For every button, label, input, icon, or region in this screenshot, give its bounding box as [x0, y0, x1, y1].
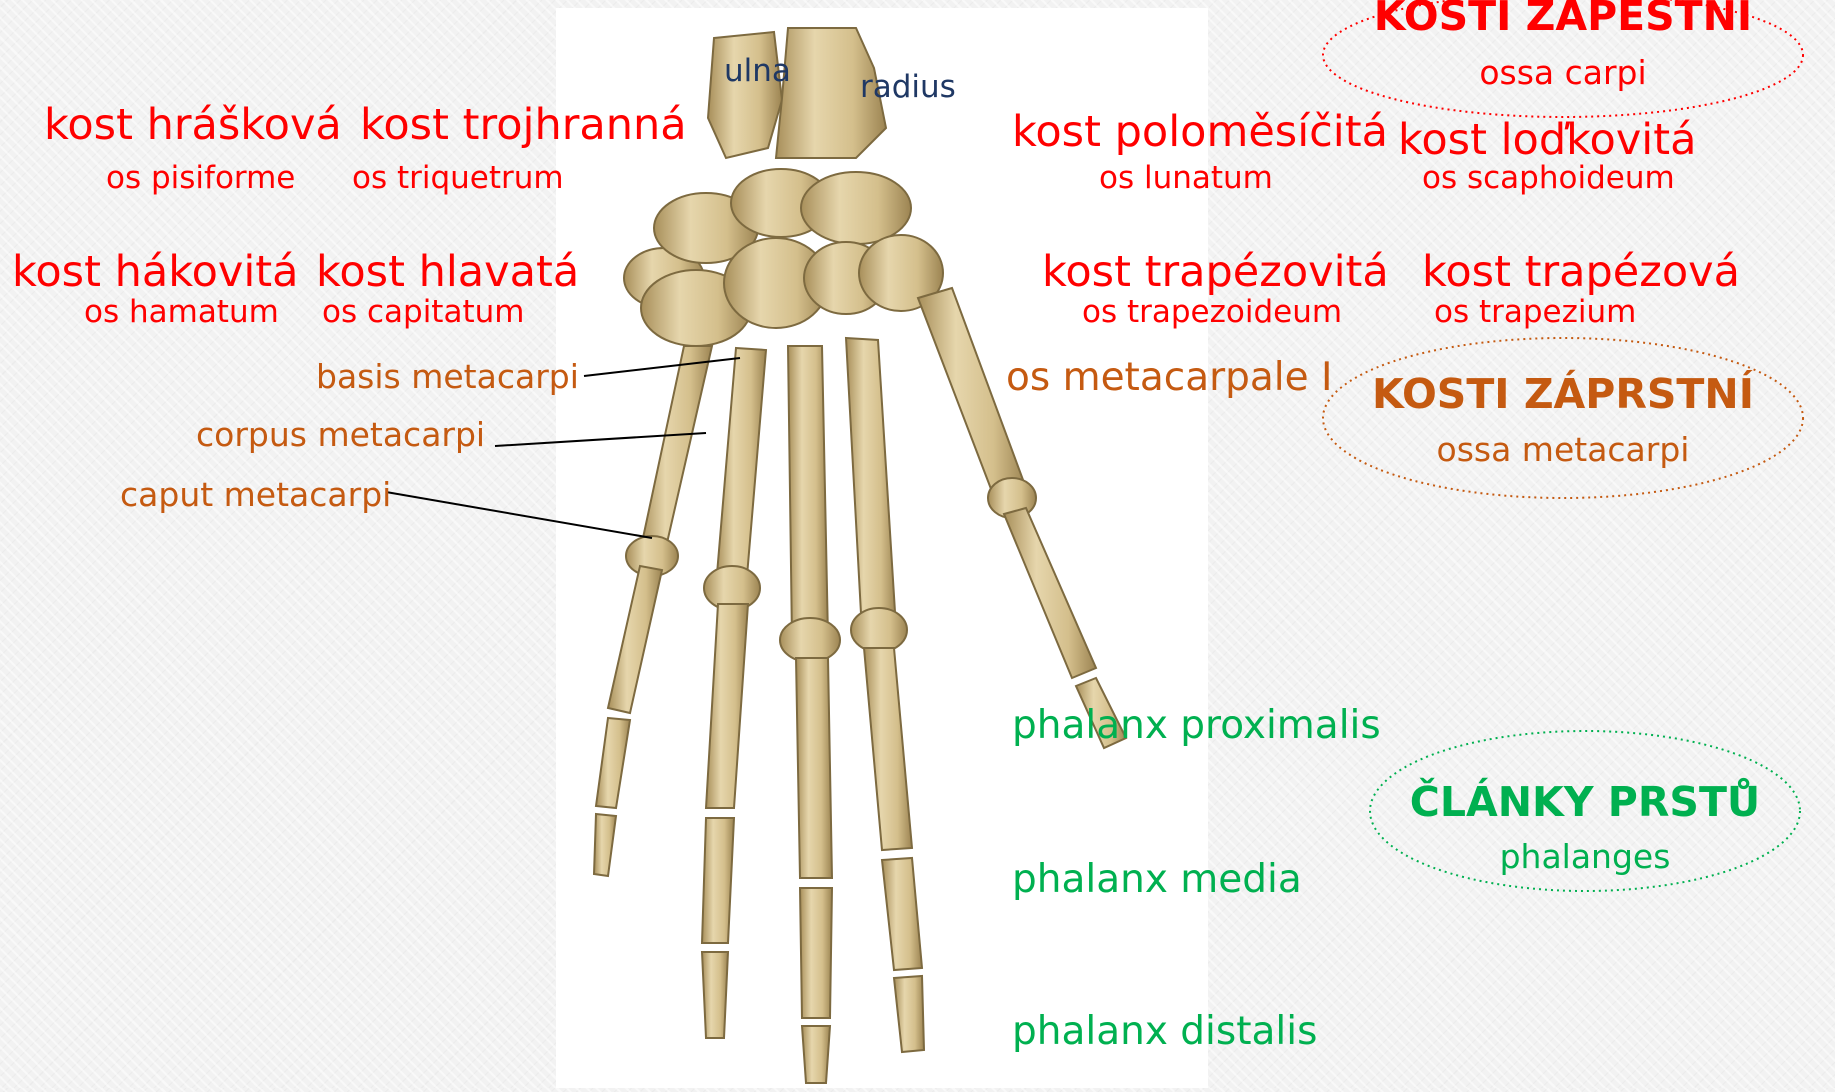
phalanx-middle-5	[596, 718, 630, 808]
basis-metacarpi-label: basis metacarpi	[316, 360, 579, 393]
carpal-group-latin: ossa carpi	[1343, 56, 1783, 89]
carpal-group-title: KOSTI ZÁPĚSTNÍ	[1343, 0, 1783, 37]
lunate-latin: os lunatum	[1099, 163, 1273, 194]
phalanx-distal-3	[802, 1026, 830, 1083]
metacarpal-3	[788, 346, 828, 640]
trapezium-czech: kost trapézová	[1422, 251, 1740, 294]
phalanx-proximal-1	[1004, 508, 1096, 678]
phalanx-middle-3	[800, 888, 832, 1018]
phalanx-middle-2	[882, 858, 922, 970]
caput-metacarpi-label: caput metacarpi	[120, 478, 391, 511]
capitate-latin: os capitatum	[322, 297, 524, 328]
phalanges-group-latin: phalanges	[1370, 840, 1800, 873]
carpal-scaphoid	[801, 172, 911, 244]
capitate-czech: kost hlavatá	[316, 251, 579, 294]
trapezium-latin: os trapezium	[1434, 297, 1636, 328]
metacarpal-group-title: KOSTI ZÁPRSTNÍ	[1343, 374, 1783, 415]
phalanx-distal-5	[594, 814, 616, 876]
phalanx-media-label: phalanx media	[1012, 860, 1302, 899]
triquetrum-latin: os triquetrum	[352, 163, 564, 194]
metacarpal-4	[716, 348, 766, 588]
phalanx-distal-4	[702, 952, 728, 1038]
phalanx-distalis-label: phalanx distalis	[1012, 1012, 1317, 1051]
phalanx-distal-2	[894, 976, 924, 1052]
metacarpal-group-latin: ossa metacarpi	[1343, 433, 1783, 466]
ulna-label: ulna	[724, 56, 791, 87]
metacarpal-group-outline	[1323, 338, 1803, 498]
hamate-latin: os hamatum	[84, 297, 279, 328]
phalanx-proximal-5	[608, 566, 662, 713]
phalanx-proximalis-label: phalanx proximalis	[1012, 706, 1381, 745]
phalanx-proximal-2	[864, 648, 912, 850]
phalanx-middle-4	[702, 818, 734, 943]
metacarpal-2	[846, 338, 896, 632]
scaphoid-latin: os scaphoideum	[1422, 163, 1675, 194]
hamate-czech: kost hákovitá	[12, 251, 299, 294]
corpus-metacarpi-label: corpus metacarpi	[196, 418, 485, 451]
ulna-bone	[708, 32, 782, 158]
phalanx-proximal-4	[706, 604, 748, 808]
metacarpale-one-label: os metacarpale I	[1006, 358, 1333, 397]
trapezoid-czech: kost trapézovitá	[1042, 251, 1389, 294]
lunate-czech: kost poloměsíčitá	[1012, 111, 1388, 154]
pisiform-latin: os pisiforme	[106, 163, 295, 194]
phalanx-proximal-3	[796, 658, 832, 878]
triquetrum-czech: kost trojhranná	[360, 104, 687, 147]
trapezoid-latin: os trapezoideum	[1082, 297, 1342, 328]
radius-label: radius	[860, 72, 956, 103]
metacarpal-5	[640, 346, 712, 556]
phalanges-group-title: ČLÁNKY PRSTŮ	[1370, 782, 1800, 823]
pisiform-czech: kost hrášková	[44, 104, 342, 147]
scaphoid-czech: kost loďkovitá	[1398, 119, 1696, 162]
